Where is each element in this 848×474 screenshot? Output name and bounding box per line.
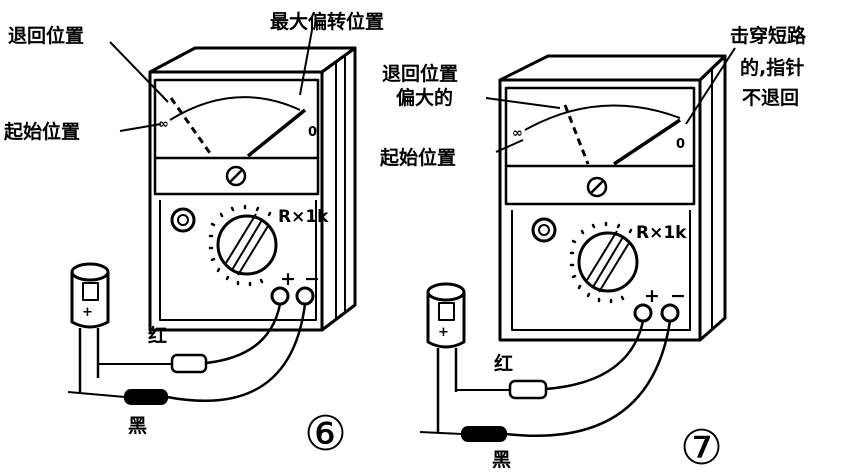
fig7-infinity-mark: ∞ xyxy=(512,126,523,141)
figure-7-multimeter xyxy=(419,47,736,442)
fig7-minus-terminal-label: − xyxy=(670,285,686,307)
fig7-label-breakdown-line1: 击穿短路 xyxy=(730,24,807,47)
fig6-minus-terminal-label: − xyxy=(304,268,320,290)
fig7-black-lead-label: 黑 xyxy=(492,449,511,471)
fig6-label-max-deflection: 最大偏转位置 xyxy=(270,10,384,33)
fig6-range-label: R×1k xyxy=(278,207,329,227)
fig7-label-start-position: 起始位置 xyxy=(379,146,456,169)
fig6-zero-mark: 0 xyxy=(308,125,317,140)
fig6-capacitor-plus-mark: + xyxy=(82,305,93,320)
fig6-infinity-mark: ∞ xyxy=(158,117,169,132)
fig7-range-label: R×1k xyxy=(636,223,687,243)
fig6-number: ⑥ xyxy=(304,406,347,462)
fig6-plus-terminal-label: + xyxy=(280,268,296,290)
fig7-label-return-position-line2: 偏大的 xyxy=(396,86,453,109)
fig7-number: ⑦ xyxy=(680,420,723,474)
fig7-plus-terminal-label: + xyxy=(644,285,660,307)
fig7-label-return-position-line1: 退回位置 xyxy=(382,62,458,85)
fig7-red-lead-label: 红 xyxy=(494,352,513,375)
fig6-label-return-position: 退回位置 xyxy=(8,24,84,47)
fig7-label-breakdown-line3: 不退回 xyxy=(742,87,799,109)
fig7-label-breakdown-line2: 的,指针 xyxy=(740,56,804,79)
fig6-black-lead-label: 黑 xyxy=(128,415,147,437)
fig6-red-lead-label: 红 xyxy=(148,324,167,347)
fig6-label-start-position: 起始位置 xyxy=(3,120,80,143)
fig7-zero-mark: 0 xyxy=(676,137,685,152)
fig7-capacitor-plus-mark: + xyxy=(438,325,449,340)
figure-6-multimeter xyxy=(67,29,357,405)
